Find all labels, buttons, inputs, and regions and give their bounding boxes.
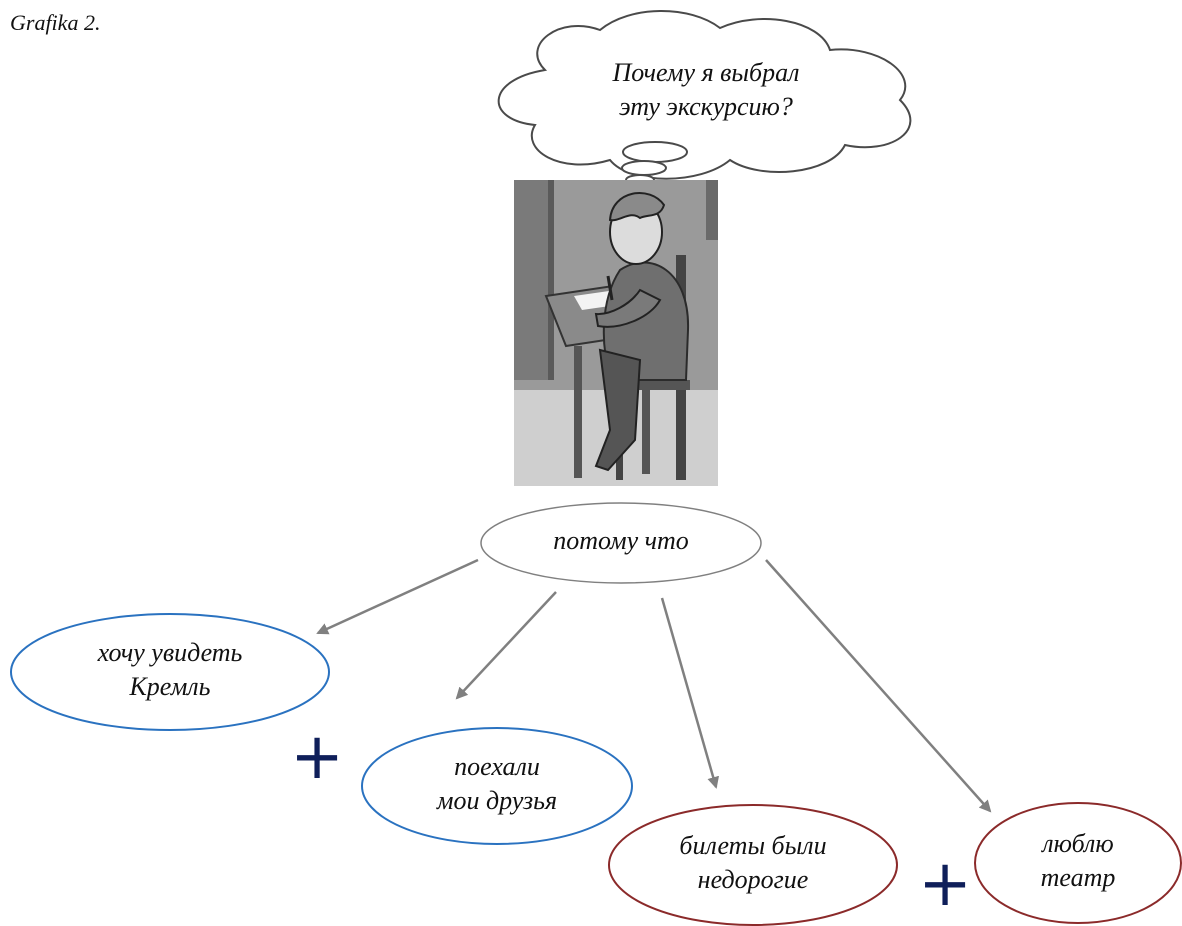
thought-line-1: Почему я выбрал [612, 58, 800, 88]
reason-friends-line-2: мои друзья [436, 786, 558, 815]
reason-tickets-line-2: недорогие [697, 865, 809, 894]
arrows [316, 558, 992, 813]
reason-ellipse-kremlin [10, 613, 330, 731]
reason-kremlin-label: хочу увидеть Кремль [98, 636, 243, 704]
figure-caption: Grafika 2. [10, 10, 101, 35]
reason-theatre-line-2: театр [1040, 863, 1116, 892]
reason-tickets-label: билеты были недорогие [679, 829, 826, 897]
arrow-to-theatre [765, 559, 992, 813]
arrow-to-tickets [660, 597, 720, 789]
thought-line-2: эту экскурсию? [619, 92, 793, 121]
plus-sign-left: + [290, 720, 344, 794]
reason-kremlin-line-1: хочу увидеть [97, 638, 243, 668]
boy-writing-picture [514, 180, 718, 486]
thought-text: Почему я выбрал эту экскурсию? [613, 56, 800, 124]
reason-friends-label: поехали мои друзья [437, 750, 557, 818]
center-ellipse [480, 502, 762, 584]
reason-ellipse-tickets [608, 804, 898, 926]
reason-kremlin-line-2: Кремль [129, 672, 211, 701]
reason-theatre-line-1: люблю [1042, 829, 1114, 859]
center-label: потому что [553, 526, 689, 556]
reason-ellipse-theatre [974, 802, 1182, 924]
reason-theatre-label: люблю театр [1041, 827, 1116, 895]
arrow-to-kremlin [316, 558, 479, 635]
thought-cloud [497, 10, 912, 180]
reason-ellipse-friends [361, 727, 633, 845]
reason-tickets-line-1: билеты были [679, 831, 827, 861]
arrow-to-friends [455, 591, 557, 700]
reason-friends-line-1: поехали [454, 752, 540, 782]
plus-sign-right: + [918, 847, 972, 921]
